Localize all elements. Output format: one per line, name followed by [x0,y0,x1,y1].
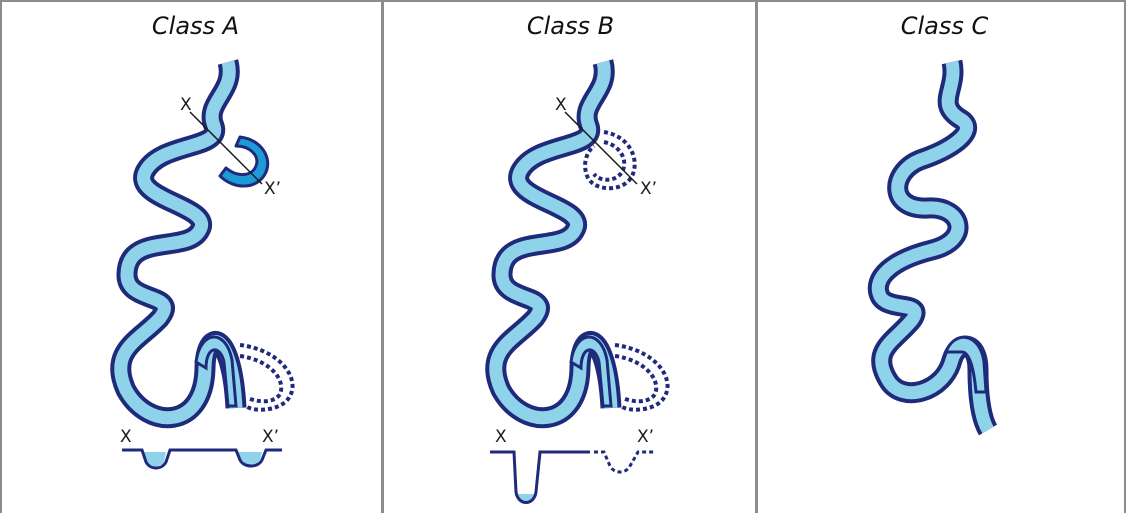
panel-title-class-c: Class C [900,12,989,40]
class-a-cut-label-bottom: X’ [264,179,281,199]
class-b-lower-bend-fill [569,335,613,408]
class-c-river-water [871,60,994,434]
table-right-border [1124,0,1126,513]
class-b-diagram: X X’ X X’ [485,59,670,504]
class-a-oxbow-lake [218,135,270,188]
class-b-section-right-label: X’ [637,427,654,447]
class-a-lower-bend-fill [194,335,238,408]
panel-title-class-b: Class B [526,12,615,40]
class-b-section-line [564,111,638,185]
class-b-cut-label-top: X [555,95,567,115]
class-a-river-water [114,60,243,425]
class-a-profile-water-1 [144,452,166,467]
class-a-abandoned-channel-inner [239,354,284,404]
class-a-diagram: X X’ X X’ [110,59,295,470]
class-b-abandoned-loop-upper [583,130,637,191]
class-b-abandoned-channel [614,343,670,412]
class-c-diagram [867,59,998,436]
class-b-abandoned-channel-inner [614,354,659,404]
table-left-border [0,0,2,513]
class-c-lower-bend-fill [943,335,988,394]
column-divider-1 [381,0,384,513]
class-a-section-left-label: X [120,427,132,447]
class-a-section-right-label: X’ [262,427,279,447]
class-a-section-line [189,111,263,185]
class-b-abandoned-loop-upper-inner [592,140,627,182]
panel-title-class-a: Class A [151,12,240,40]
class-b-section-left-label: X [495,427,507,447]
class-a-profile-water-2 [238,452,262,465]
class-a-abandoned-channel [239,343,295,412]
class-a-profile-line [122,448,282,470]
table-top-border [0,0,1126,2]
column-divider-2 [755,0,758,513]
class-b-cut-label-bottom: X’ [640,179,657,199]
class-b-river-water [489,60,618,425]
class-b-profile-line [490,450,590,504]
class-a-cut-label-top: X [180,95,192,115]
class-b-profile-former-channel [594,450,654,474]
